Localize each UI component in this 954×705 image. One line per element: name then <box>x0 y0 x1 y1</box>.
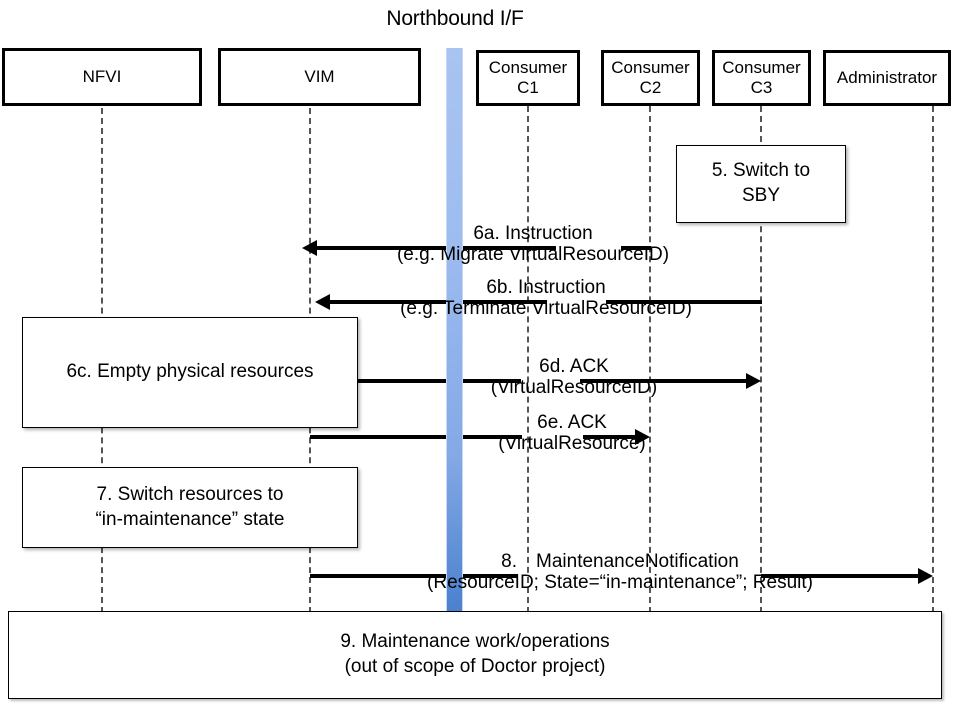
message-line-8-right <box>761 574 918 578</box>
page-title: Northbound I/F <box>386 7 524 30</box>
actor-box-consumer-c2[interactable]: Consumer C2 <box>601 50 700 106</box>
arrowhead-6e <box>635 429 650 445</box>
actor-box-vim[interactable]: VIM <box>218 48 421 106</box>
arrowhead-6d <box>746 373 761 389</box>
arrowhead-6b <box>315 294 330 310</box>
actor-sublabel-consumer-c3: C3 <box>750 78 773 97</box>
actor-box-consumer-c1[interactable]: Consumer C1 <box>476 50 580 106</box>
note-box-maintenance-work[interactable]: 9. Maintenance work/operations (out of s… <box>8 611 942 699</box>
message-line-6e-right <box>583 435 635 439</box>
lifeline-c1 <box>527 106 529 613</box>
lifeline-c3 <box>760 106 762 613</box>
lifeline-c2 <box>649 106 651 613</box>
message-label-6d: 6d. ACK (VirtualResourceID) <box>466 356 682 399</box>
message-line-6d-right <box>580 379 746 383</box>
message-line-8-left <box>310 574 518 578</box>
message-label-6d-line1: 6d. ACK <box>539 356 609 377</box>
northbound-interface-bar <box>446 48 463 613</box>
message-line-6b-right <box>606 300 762 304</box>
actor-label-consumer-c3: Consumer <box>722 57 801 77</box>
actor-sublabel-consumer-c2: C2 <box>639 78 662 97</box>
message-line-6b-left <box>329 300 547 304</box>
lifeline-admin <box>932 106 934 613</box>
note-line-9-2: (out of scope of Doctor project) <box>344 656 606 677</box>
actor-label-consumer-c2: Consumer <box>611 57 690 77</box>
message-label-8-line2: (ResourceID; State=“in-maintenance”; Res… <box>427 572 813 594</box>
note-line-7-1: 7. Switch resources to <box>96 483 284 505</box>
actor-label-nfvi: NFVI <box>82 66 122 86</box>
message-label-6d-line2: (VirtualResourceID) <box>490 377 658 399</box>
message-line-6a-left <box>316 246 556 250</box>
message-line-6e-left <box>310 435 522 439</box>
message-label-6b: 6b. Instruction (e.g. Terminate VirtualR… <box>371 277 721 320</box>
message-line-6a-right <box>621 246 651 250</box>
note-line-6c: 6c. Empty physical resources <box>66 361 314 383</box>
actor-sublabel-consumer-c1: C1 <box>517 78 539 97</box>
arrowhead-6a <box>302 240 317 256</box>
note-line-1: 5. Switch to <box>711 160 811 182</box>
message-label-6b-line2: (e.g. Terminate VirtualResourceID) <box>400 298 692 320</box>
actor-label-vim: VIM <box>304 66 335 86</box>
actor-box-administrator[interactable]: Administrator <box>823 50 951 106</box>
message-label-6e-line2: (VirtualResource) <box>498 433 646 455</box>
actor-label-consumer-c1: Consumer <box>488 57 568 77</box>
message-label-6a: 6a. Instruction (e.g. Migrate VirtualRes… <box>368 223 698 266</box>
message-label-8: 8. MaintenanceNotification (ResourceID; … <box>390 551 850 594</box>
message-label-8-line1: 8. MaintenanceNotification <box>501 551 739 572</box>
message-label-6b-line1: 6b. Instruction <box>486 277 606 298</box>
note-line-7-2: “in-maintenance” state <box>95 508 285 530</box>
message-label-6e-line1: 6e. ACK <box>537 412 607 433</box>
actor-box-nfvi[interactable]: NFVI <box>2 48 202 106</box>
note-box-empty-physical-resources[interactable]: 6c. Empty physical resources <box>22 317 358 428</box>
note-line-2: SBY <box>741 185 781 206</box>
note-box-switch-to-sby[interactable]: 5. Switch to SBY <box>676 145 846 223</box>
message-label-6e: 6e. ACK (VirtualResource) <box>472 412 672 455</box>
message-label-6a-line2: (e.g. Migrate VirtualResourceID) <box>396 244 670 266</box>
arrowhead-8 <box>918 568 933 584</box>
message-label-6a-line1: 6a. Instruction <box>473 223 593 244</box>
actor-label-administrator: Administrator <box>836 67 938 87</box>
note-box-switch-resources-in-maintenance[interactable]: 7. Switch resources to “in-maintenance” … <box>22 467 358 548</box>
message-line-6d-left <box>358 379 521 383</box>
actor-box-consumer-c3[interactable]: Consumer C3 <box>712 50 811 106</box>
note-line-9-1: 9. Maintenance work/operations <box>340 631 610 653</box>
